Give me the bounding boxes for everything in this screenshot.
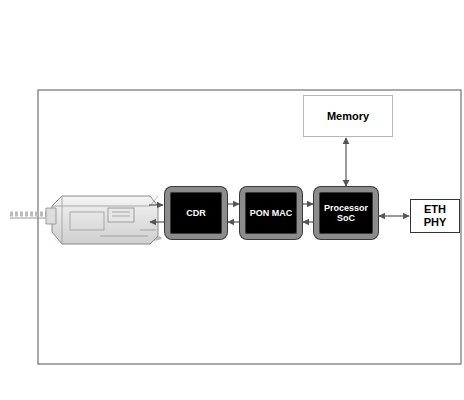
cdr-chip: CDR	[165, 187, 227, 239]
signal-arrow	[228, 221, 239, 222]
pon-mac-chip: PON MAC	[240, 187, 302, 239]
signal-arrow	[228, 203, 239, 204]
processor-chip: Processor SoC	[314, 187, 378, 239]
signal-arrow	[345, 138, 346, 186]
memory-box: Memory	[303, 95, 393, 137]
eth-phy-box: ETH PHY	[410, 199, 460, 233]
signal-arrow	[303, 221, 313, 222]
optical-rx-arrow	[149, 204, 163, 205]
box-label: Memory	[327, 110, 369, 123]
box-label: CDR	[186, 208, 206, 218]
box-label: Processor SoC	[322, 203, 370, 224]
box-label: PON MAC	[250, 208, 293, 218]
board-frame	[38, 90, 461, 364]
signal-arrow	[379, 215, 409, 216]
transceiver-module	[10, 196, 162, 244]
signal-arrow	[303, 203, 313, 204]
box-label: ETH PHY	[419, 203, 451, 228]
optical-tx-arrow	[150, 221, 164, 222]
